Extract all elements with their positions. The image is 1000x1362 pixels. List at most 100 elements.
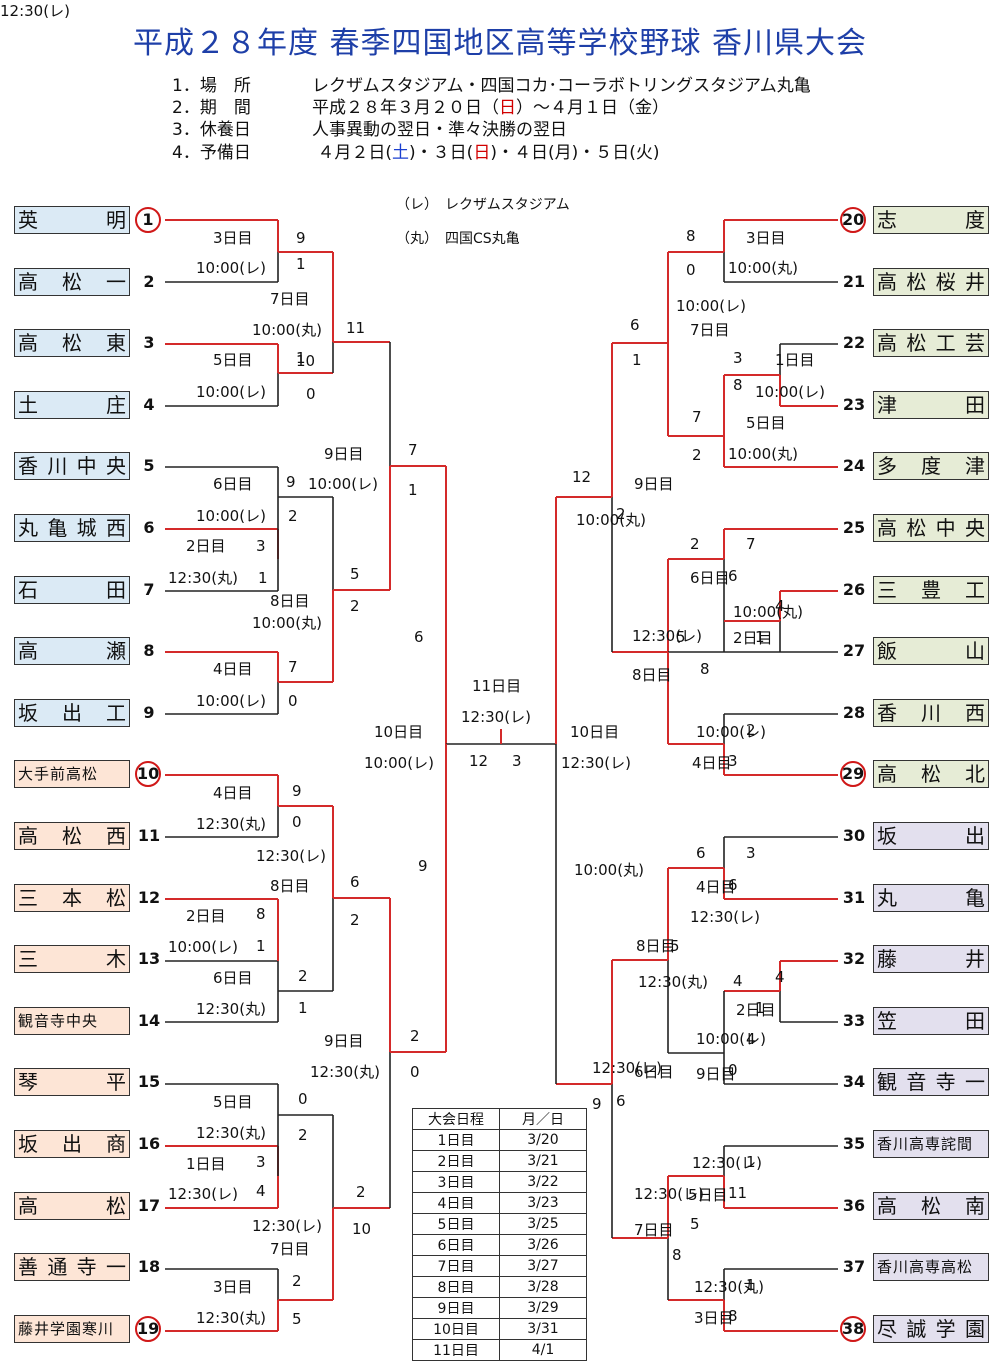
team-name-char: 香 (18, 454, 38, 479)
team-name-char: 亀 (965, 885, 985, 910)
bracket-label: 7日目 (634, 1221, 674, 1239)
schedule-cell: 3/23 (499, 1192, 587, 1214)
bracket-label: 6日目 (690, 569, 730, 587)
team-name-box: 丸亀 (873, 883, 989, 912)
bracket-label: 7日目 (690, 321, 730, 339)
info-value: ）～４月１日（金） (516, 98, 669, 118)
team-name-char: 川 (921, 700, 941, 725)
bracket-label: 2 (350, 597, 360, 615)
team-name-char: 一 (964, 1070, 985, 1095)
team-name-char: 松 (906, 331, 927, 356)
bracket-label: 6日目 (634, 1063, 674, 1081)
team-name-char: 出 (965, 824, 985, 848)
team-name-char: 高 (18, 269, 38, 294)
team-number: 36 (842, 1195, 866, 1215)
schedule-cell: 3/27 (499, 1255, 587, 1277)
schedule-cell: 3/31 (499, 1318, 587, 1340)
team-name-box: 高松一 (14, 267, 130, 296)
bracket-label: 3 (512, 752, 522, 770)
bracket-label: 8 (728, 1307, 738, 1325)
schedule-cell: 3日目 (412, 1171, 500, 1193)
team-number: 30 (842, 826, 866, 845)
team-name-char: 松 (106, 885, 126, 910)
team-name-box: 三木 (14, 945, 130, 974)
info-key: 2．期 間 (172, 98, 251, 118)
bracket-label: 9日目 (324, 1032, 364, 1050)
team-name-char: 井 (965, 947, 985, 972)
team-name-char: 多 (877, 454, 897, 479)
bracket-label: 3日目 (746, 229, 786, 247)
bracket-label: 12:30(レ) (461, 708, 531, 726)
bracket-label: 10:00(丸) (576, 511, 646, 529)
team-name-char: 高 (18, 331, 38, 356)
team-name-char: 寺 (935, 1070, 956, 1095)
bracket-label: 12:30(レ) (0, 2, 70, 20)
team-name-box: 高瀬 (14, 637, 130, 666)
team-name-char: 善 (18, 1255, 38, 1280)
team-name-char: 松 (106, 1193, 126, 1218)
bracket-label: 12:30(丸) (310, 1063, 380, 1081)
bracket-label: 10:00(レ) (696, 723, 766, 741)
legend-item: （レ） レクザムスタジアム (396, 197, 570, 213)
team-number: 26 (842, 579, 866, 599)
bracket-label: 8日目 (270, 592, 310, 610)
team-number: 21 (842, 271, 866, 291)
team-number: 8 (143, 641, 155, 661)
info-key: 3．休養日 (172, 120, 251, 140)
bracket-label: 10:00(丸) (728, 445, 798, 463)
team-name-box: 津田 (873, 390, 989, 419)
bracket-label: 6 (728, 876, 738, 894)
team-name-char: 南 (965, 1193, 985, 1218)
team-name-char: 高 (877, 331, 897, 356)
team-name-char: 高 (877, 516, 897, 540)
bracket-label: 1 (755, 628, 765, 646)
bracket-label: 8 (256, 905, 266, 923)
bracket-label: 12:30(レ) (561, 754, 631, 772)
bracket-label: 8 (733, 376, 743, 394)
team-number: 18 (137, 1257, 161, 1277)
bracket-label: 4日目 (213, 660, 253, 678)
bracket-label: 5 (350, 565, 360, 583)
schedule-cell: 1日目 (412, 1129, 500, 1151)
team-number: 13 (137, 949, 161, 969)
schedule-cell: 4日目 (412, 1192, 500, 1214)
team-name-char: 央 (105, 454, 126, 479)
team-name-char: 藤 (877, 947, 897, 972)
team-name-char: 通 (47, 1255, 68, 1280)
team-number: 20 (840, 207, 866, 233)
team-name-char: 高 (877, 269, 897, 294)
bracket-label: 12:30(丸) (694, 1278, 764, 1296)
bracket-label: 8日目 (632, 666, 672, 684)
bracket-label: 1 (746, 1276, 756, 1294)
bracket-label: 9 (592, 1095, 602, 1113)
team-number: 25 (842, 518, 866, 537)
schedule-cell: 10日目 (412, 1318, 500, 1340)
bracket-label: 2 (298, 1126, 308, 1144)
team-name-char: 香川高専高松 (877, 1258, 974, 1277)
info-line: 2．期 間平成２８年３月２０日（日）～４月１日（金） (172, 98, 669, 118)
team-name-char: 英 (18, 208, 38, 232)
team-name-char: 観 (877, 1070, 897, 1095)
bracket-label: 10:00(レ) (755, 383, 825, 401)
team-name-char: 誠 (906, 1316, 927, 1341)
team-name-char: 松 (906, 516, 927, 540)
bracket-label: 5 (690, 1215, 700, 1233)
team-name-box: 観音寺一 (873, 1068, 989, 1097)
schedule-cell: 4/1 (499, 1339, 587, 1361)
info-value: 日 (473, 143, 491, 163)
bracket-label: 3日目 (213, 1278, 253, 1296)
bracket-label: 1 (296, 255, 306, 273)
bracket-label: 10:00(レ) (364, 754, 434, 772)
team-name-char: 松 (921, 1193, 941, 1218)
bracket-label: 2日目 (733, 629, 773, 647)
team-name-char: 坂 (877, 824, 897, 848)
team-name-char: 豊 (921, 577, 941, 602)
team-name-box: 香川中央 (14, 452, 130, 481)
team-name-char: 度 (965, 208, 985, 232)
